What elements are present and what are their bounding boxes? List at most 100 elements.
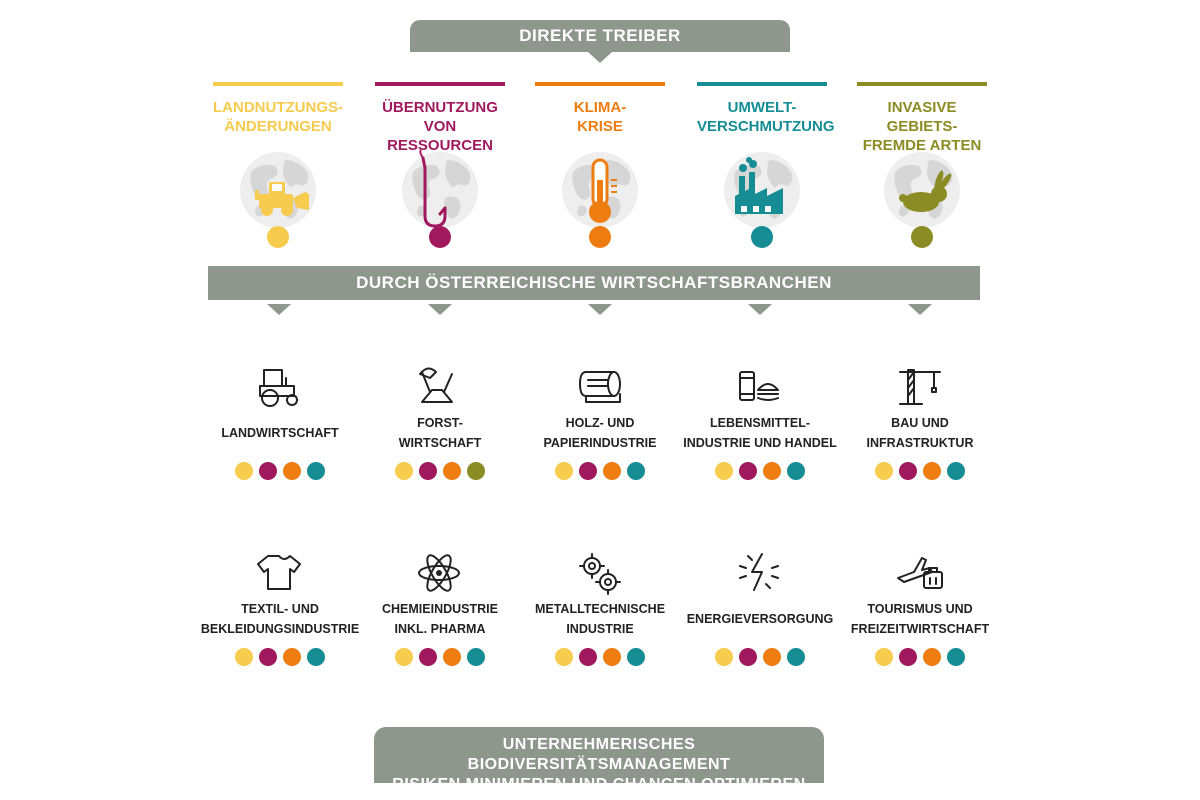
sector-impact-dot xyxy=(947,648,965,666)
drivers-banner: DIREKTE TREIBER BIODIVERSITÄTSVERLUST xyxy=(410,20,790,77)
sector-impact-dots xyxy=(200,648,360,666)
driver-4: UMWELT- VERSCHMUTZUNG xyxy=(697,82,835,230)
sector-impact-dot xyxy=(603,462,621,480)
sector-impact-dot xyxy=(923,648,941,666)
sector-label-line2: INKL. PHARMA xyxy=(394,622,486,636)
driver-5: INVASIVE GEBIETS- FREMDE ARTEN xyxy=(857,82,987,230)
sector-arrow xyxy=(267,304,291,315)
sector-arrow xyxy=(588,304,612,315)
sector-impact-dot xyxy=(283,648,301,666)
sector-arrow xyxy=(748,304,772,315)
crane-icon xyxy=(899,369,941,405)
sector-label: CHEMIEINDUSTRIE INKL. PHARMA xyxy=(360,598,520,640)
sector-label: LANDWIRTSCHAFT xyxy=(200,412,360,454)
driver-title-line1: INVASIVE GEBIETS- xyxy=(886,99,958,135)
atom-icon xyxy=(418,554,460,592)
sector-2: FORST-WIRTSCHAFT xyxy=(360,362,520,480)
driver-dot xyxy=(267,226,289,248)
sector-impact-dots xyxy=(360,462,520,480)
driver-title-line2: ÄNDERUNGEN xyxy=(224,118,332,135)
sector-impact-dot xyxy=(235,648,253,666)
sector-impact-dots xyxy=(680,648,840,666)
sector-impact-dot xyxy=(395,648,413,666)
sector-impact-dot xyxy=(875,648,893,666)
sector-label-line1: TOURISMUS UND xyxy=(867,602,973,616)
sector-impact-dot xyxy=(579,462,597,480)
sector-arrow xyxy=(908,304,932,315)
sector-impact-dot xyxy=(259,648,277,666)
sector-label-line2: PAPIERINDUSTRIE xyxy=(543,436,657,450)
driver-dot xyxy=(589,226,611,248)
sector-impact-dots xyxy=(840,648,1000,666)
sector-impact-dot xyxy=(307,462,325,480)
sector-impact-dot xyxy=(627,648,645,666)
driver-title-line1: ÜBERNUTZUNG xyxy=(382,99,498,116)
driver-title: ÜBERNUTZUNG VON RESSOURCEN xyxy=(375,98,505,154)
paper-roll-icon xyxy=(579,371,621,403)
sector-impact-dot xyxy=(395,462,413,480)
sector-label-line1: FORST- xyxy=(417,416,463,430)
sector-label-line1: TEXTIL- UND xyxy=(241,602,319,616)
sector-impact-dot xyxy=(235,462,253,480)
gears-icon xyxy=(579,553,621,595)
driver-title-line1: UMWELT- xyxy=(727,99,797,116)
sector-label-line1: LEBENSMITTEL- xyxy=(710,416,810,430)
driver-title: UMWELT- VERSCHMUTZUNG xyxy=(697,98,835,138)
driver-title-line2: FREMDE ARTEN xyxy=(862,137,982,154)
sector-label-line1: CHEMIEINDUSTRIE xyxy=(382,602,498,616)
rabbit-icon xyxy=(884,152,960,228)
bulldozer-icon xyxy=(240,152,316,228)
tractor-icon xyxy=(259,369,298,407)
driver-dot xyxy=(751,226,773,248)
sector-10: TOURISMUS UND FREIZEITWIRTSCHAFT xyxy=(840,548,1000,666)
sector-9: ENERGIEVERSORGUNG xyxy=(680,548,840,666)
sector-impact-dots xyxy=(680,462,840,480)
factory-icon xyxy=(724,152,800,228)
sector-impact-dot xyxy=(419,462,437,480)
sector-impact-dot xyxy=(715,462,733,480)
driver-color-bar xyxy=(857,82,987,86)
driver-color-bar xyxy=(375,82,505,86)
driver-2: ÜBERNUTZUNG VON RESSOURCEN xyxy=(375,82,505,230)
sector-impact-dots xyxy=(200,462,360,480)
driver-title-line2: KRISE xyxy=(577,118,623,135)
sector-label: ENERGIEVERSORGUNG xyxy=(680,598,840,640)
sector-label-line1: BAU UND xyxy=(891,416,949,430)
driver-title: KLIMA- KRISE xyxy=(535,98,665,138)
sector-label-line2: FREIZEITWIRTSCHAFT xyxy=(850,622,990,636)
driver-title-line2: VERSCHMUTZUNG xyxy=(697,118,835,135)
sector-label-line1: METALLTECHNISCHE xyxy=(534,602,666,616)
plane-suitcase-icon xyxy=(897,557,943,589)
sectors-banner: DURCH ÖSTERREICHISCHE WIRTSCHAFTSBRANCHE… xyxy=(208,266,980,300)
sector-impact-dot xyxy=(283,462,301,480)
sector-impact-dot xyxy=(739,648,757,666)
sector-impact-dot xyxy=(787,462,805,480)
sector-impact-dot xyxy=(899,648,917,666)
driver-3: KLIMA- KRISE xyxy=(535,82,665,230)
management-subtitle: RISIKEN MINIMIEREN UND CHANCEN OPTIMIERE… xyxy=(392,776,806,793)
sector-label-line2: INDUSTRIE xyxy=(566,622,634,636)
sector-impact-dot xyxy=(555,648,573,666)
sector-impact-dot xyxy=(627,462,645,480)
management-title: UNTERNEHMERISCHES BIODIVERSITÄTSMANAGEME… xyxy=(467,736,731,773)
sector-impact-dot xyxy=(259,462,277,480)
driver-title-line2: VON RESSOURCEN xyxy=(387,118,493,154)
sector-impact-dot xyxy=(899,462,917,480)
sector-impact-dot xyxy=(763,462,781,480)
sector-impact-dot xyxy=(419,648,437,666)
sector-impact-dots xyxy=(360,648,520,666)
sector-7: CHEMIEINDUSTRIE INKL. PHARMA xyxy=(360,548,520,666)
management-banner: UNTERNEHMERISCHES BIODIVERSITÄTSMANAGEME… xyxy=(374,727,824,793)
sector-label-line1: LANDWIRTSCHAFT xyxy=(221,426,339,440)
sector-impact-dot xyxy=(763,648,781,666)
driver-title-line1: KLIMA- xyxy=(573,99,627,116)
sector-label-line1: ENERGIEVERSORGUNG xyxy=(686,612,834,626)
sector-impact-dot xyxy=(715,648,733,666)
sector-8: METALLTECHNISCHE INDUSTRIE xyxy=(520,548,680,666)
sector-arrow xyxy=(428,304,452,315)
